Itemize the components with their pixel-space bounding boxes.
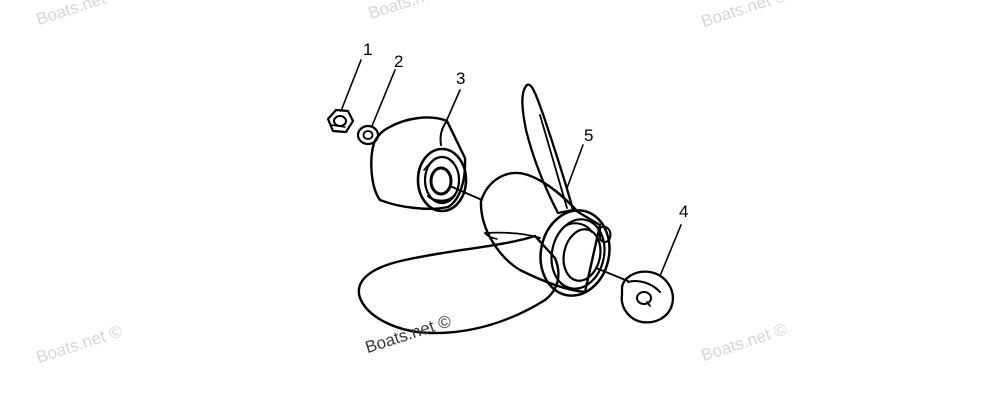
shaft-line-rear [595,267,629,282]
leader-5 [566,144,584,189]
callout-4: 4 [679,202,688,221]
shaft-line-front [449,185,483,201]
part-spacer [370,116,468,213]
callout-2: 2 [394,52,403,71]
leader-2 [371,69,396,127]
part-propeller [357,83,612,335]
leader-1 [340,59,362,112]
part-nut [326,108,355,134]
callout-1: 1 [363,40,372,59]
leader-3 [445,89,461,123]
callout-3: 3 [456,69,465,88]
callout-5: 5 [584,126,593,145]
part-cap [620,270,675,324]
leader-4 [659,224,682,277]
